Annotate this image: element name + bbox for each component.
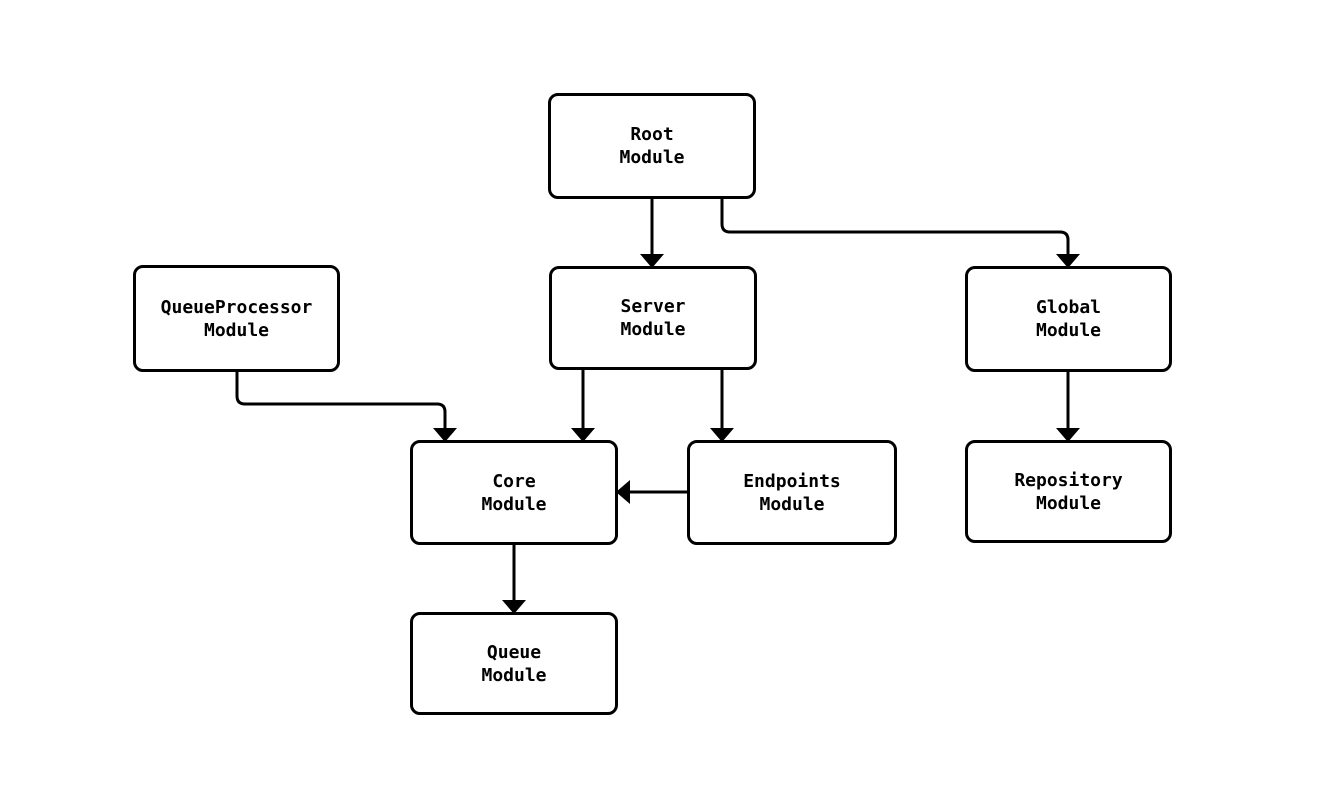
node-label-line: Server xyxy=(620,296,686,317)
node-label-line: Module xyxy=(481,493,547,515)
node-label-line: QueueProcessor xyxy=(160,296,313,318)
node-label-line: Module xyxy=(620,319,686,340)
node-label-line: Module xyxy=(759,493,825,515)
node-label-line: Core xyxy=(492,470,536,492)
node-label-line: Queue xyxy=(486,641,542,663)
node-label-line: Module xyxy=(481,664,547,686)
node-label-line: Module xyxy=(1035,492,1102,514)
node-label-line: Global xyxy=(1035,297,1102,318)
node-label-line: Endpoints xyxy=(743,470,841,492)
node-label-line: Module xyxy=(1035,320,1102,341)
node-label-line: Module xyxy=(203,319,270,341)
node-label-line: Root xyxy=(630,124,674,145)
edge-root-to-global xyxy=(720,199,1080,268)
edge-group xyxy=(235,199,1080,614)
node-label-line: Module xyxy=(619,147,685,168)
node-label-line: Repository xyxy=(1014,469,1123,491)
edge-queueprocessor-to-core xyxy=(235,372,457,442)
